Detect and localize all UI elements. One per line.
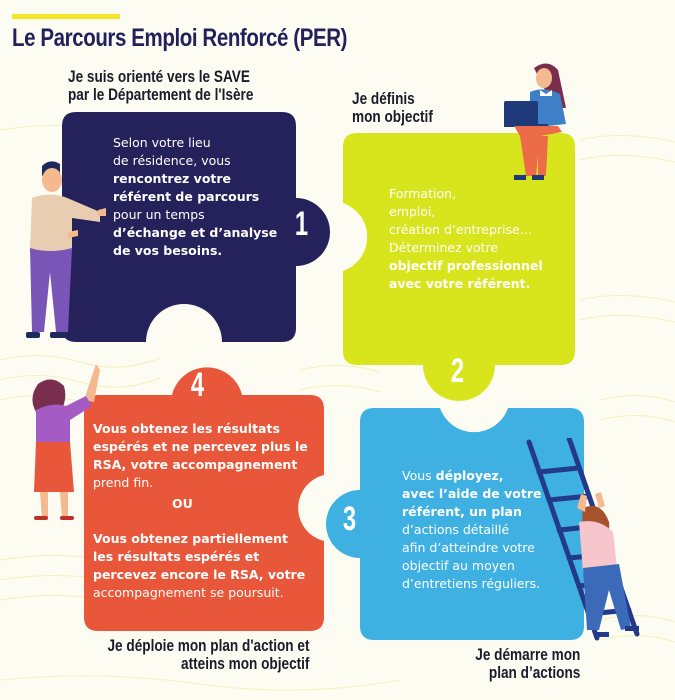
step1-puzzle-piece xyxy=(62,112,330,342)
step4-heading: Je déploie mon plan d'action et atteins … xyxy=(107,636,309,673)
step2-number: 2 xyxy=(450,352,465,390)
step2-text: Formation, emploi, création d’entreprise… xyxy=(389,186,543,291)
step4-text-b: Vous obtenez partiellement les résultats… xyxy=(93,531,306,600)
step3-number: 3 xyxy=(342,500,357,538)
page-title: Le Parcours Emploi Renforcé (PER) xyxy=(12,24,348,52)
step4-puzzle-piece xyxy=(84,367,324,631)
step1-number: 1 xyxy=(294,205,309,243)
step1-text: Selon votre lieu de résidence, vous renc… xyxy=(113,135,278,258)
woman-with-laptop-illustration xyxy=(504,63,566,180)
man-pushing-puzzle-illustration xyxy=(26,161,106,338)
step4-number: 4 xyxy=(190,366,205,404)
step3-puzzle-piece xyxy=(326,408,584,640)
step2-puzzle-piece xyxy=(343,133,575,401)
step3-text: Vous déployez, avec l’aide de votre réfé… xyxy=(402,468,542,591)
woman-climbing-ladder-illustration xyxy=(526,438,640,641)
woman-waving-illustration xyxy=(32,364,100,520)
step4-separator: OU xyxy=(172,496,193,511)
step4-text-a: Vous obtenez les résultats espérés et ne… xyxy=(93,421,308,490)
title-accent-bar xyxy=(12,14,120,19)
step2-heading: Je définis mon objectif xyxy=(352,89,433,126)
step3-heading: Je démarre mon plan d’actions xyxy=(474,645,580,682)
step1-heading: Je suis orienté vers le SAVE par le Dépa… xyxy=(68,67,254,104)
